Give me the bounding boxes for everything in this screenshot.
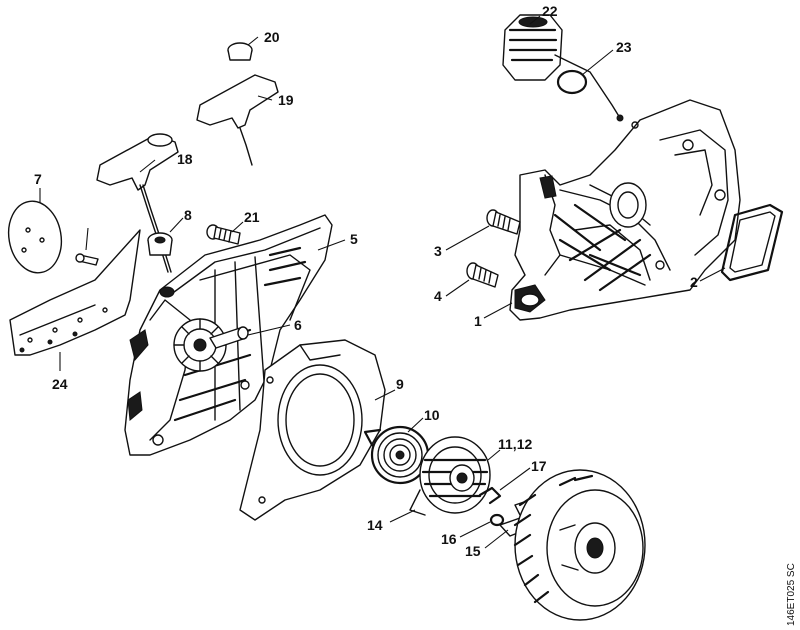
callout-18: 19	[278, 92, 294, 108]
callout-15: 16	[441, 531, 457, 547]
disc-part	[7, 200, 63, 274]
callout-23: 24	[52, 376, 68, 392]
callout-2: 2	[690, 274, 698, 290]
callout-16: 17	[531, 458, 547, 474]
o-ring-part	[556, 69, 588, 95]
bolt-6-part	[209, 326, 249, 349]
callout-22: 23	[616, 39, 632, 55]
screw-4-part	[466, 262, 499, 288]
screw-3-part	[486, 209, 521, 235]
rewind-spring-part	[363, 425, 430, 485]
callout-1: 1	[474, 313, 482, 329]
callout-10: 10	[424, 407, 440, 423]
callout-9: 9	[396, 376, 404, 392]
callout-5: 5	[350, 231, 358, 247]
flywheel-part	[513, 469, 646, 621]
rope-bushing-part	[147, 232, 173, 256]
callout-4: 4	[434, 288, 442, 304]
callout-7: 7	[34, 171, 42, 187]
starter-grip-17-part	[96, 133, 179, 273]
rope-rotor-part	[409, 436, 491, 516]
callout-19: 20	[264, 29, 280, 45]
starter-grip-18-part	[196, 74, 279, 166]
callout-14: 15	[465, 543, 481, 559]
callout-17: 18	[177, 151, 193, 167]
washer-part	[489, 513, 505, 527]
callout-21: 22	[542, 3, 558, 19]
callout-6: 6	[294, 317, 302, 333]
crankcase-part	[509, 99, 741, 321]
gasket-part	[720, 203, 784, 282]
screw-24-part	[75, 253, 99, 266]
leader-lines	[39, 15, 726, 549]
callout-labels: 7 8 21 5 6 18 19 20 22 23 3 4 1 2 24 9 1…	[34, 3, 698, 559]
fan-shroud-part	[239, 339, 386, 521]
callout-8: 8	[184, 207, 192, 223]
pawl-spring-part	[478, 486, 502, 505]
callout-3: 3	[434, 243, 442, 259]
guard-plate-part	[9, 229, 141, 356]
callout-13: 14	[367, 517, 383, 533]
ignition-module-part	[502, 14, 624, 122]
callout-11-12: 11,12	[498, 436, 532, 452]
reference-code: 146ET025 SC	[786, 563, 797, 626]
grip-cap-part	[227, 42, 253, 61]
screw-20-part	[206, 224, 241, 245]
callout-20: 21	[244, 209, 260, 225]
